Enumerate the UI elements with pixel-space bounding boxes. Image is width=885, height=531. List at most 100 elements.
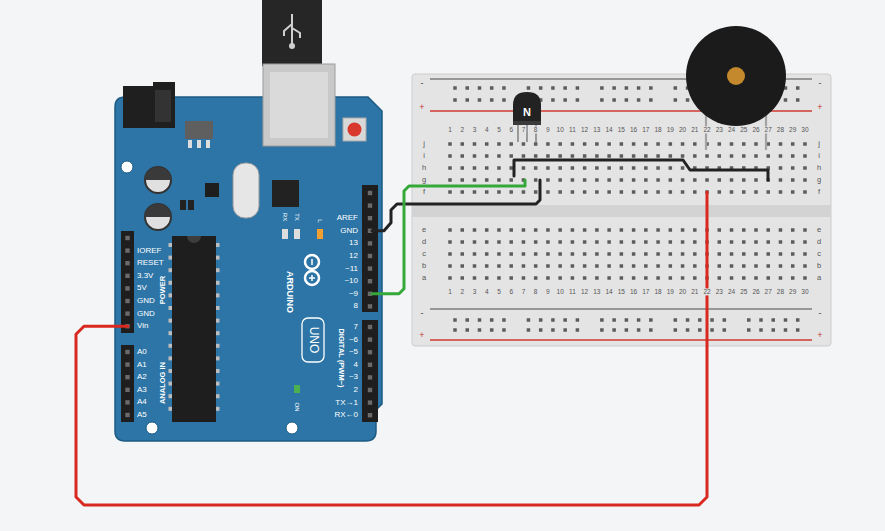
breadboard-hole <box>669 190 673 194</box>
breadboard-hole <box>558 178 562 182</box>
breadboard-hole <box>563 98 567 102</box>
board-model: UNO <box>306 327 319 354</box>
header-pin <box>125 350 129 354</box>
column-number: 26 <box>751 126 760 133</box>
breadboard-hole <box>497 142 501 146</box>
breadboard-hole <box>625 328 629 332</box>
breadboard-hole <box>669 142 673 146</box>
breadboard-hole <box>595 252 599 256</box>
breadboard-hole <box>485 154 489 158</box>
breadboard-hole <box>485 228 489 232</box>
wire <box>76 192 707 505</box>
microcontroller-chip <box>172 236 216 422</box>
breadboard-hole <box>620 154 624 158</box>
column-number: 15 <box>617 126 626 133</box>
breadboard-hole <box>497 252 501 256</box>
breadboard-hole <box>742 228 746 232</box>
breadboard-hole <box>583 264 587 268</box>
breadboard-hole <box>595 178 599 182</box>
pin-label: 13 <box>349 239 358 248</box>
column-number: 24 <box>727 126 736 133</box>
arduino-logo <box>309 259 315 281</box>
breadboard-hole <box>490 318 494 322</box>
breadboard-hole <box>502 86 506 90</box>
breadboard-hole <box>681 190 685 194</box>
breadboard-hole <box>497 154 501 158</box>
breadboard-hole <box>766 276 770 280</box>
chip-pin <box>169 268 173 272</box>
column-number: 17 <box>641 288 650 295</box>
breadboard-hole <box>620 190 624 194</box>
part-label: N <box>523 106 531 118</box>
breadboard-hole <box>595 190 599 194</box>
breadboard-hole <box>620 142 624 146</box>
breadboard-hole <box>534 166 538 170</box>
breadboard-hole <box>656 228 660 232</box>
breadboard-hole <box>534 240 538 244</box>
chip-pin <box>216 293 220 297</box>
breadboard-hole <box>571 252 575 256</box>
column-number: 20 <box>678 288 687 295</box>
header-pin <box>368 254 372 258</box>
breadboard-hole <box>583 228 587 232</box>
arduino-board: AREFGND1312~11~10~987~6~54~32TX→1RX←0DIG… <box>115 97 383 441</box>
breadboard-hole <box>718 228 722 232</box>
breadboard-hole <box>583 154 587 158</box>
header-pin <box>368 279 372 283</box>
breadboard-hole <box>649 328 653 332</box>
column-number: 9 <box>545 288 551 295</box>
regulator-leg <box>188 140 192 148</box>
pin-label: 5V <box>137 284 147 293</box>
breadboard-hole <box>620 240 624 244</box>
breadboard-hole <box>497 276 501 280</box>
breadboard-hole <box>571 190 575 194</box>
breadboard-hole <box>534 154 538 158</box>
pin-label: 7 <box>354 323 358 332</box>
breadboard-hole <box>502 328 506 332</box>
breadboard-hole <box>649 318 653 322</box>
usb-symbol <box>284 14 300 44</box>
breadboard-hole <box>497 166 501 170</box>
breadboard-hole <box>723 328 727 332</box>
led <box>282 229 288 239</box>
row-letter: d <box>421 238 427 246</box>
breadboard-hole <box>644 228 648 232</box>
breadboard-hole <box>534 142 538 146</box>
breadboard-hole <box>473 166 477 170</box>
column-number: 27 <box>764 288 773 295</box>
breadboard-hole <box>448 240 452 244</box>
header-pin <box>368 337 372 341</box>
column-number: 26 <box>751 288 760 295</box>
row-letter: a <box>421 274 427 282</box>
column-number: 1 <box>447 288 453 295</box>
breadboard-hole <box>632 252 636 256</box>
breadboard-hole <box>502 318 506 322</box>
breadboard-hole <box>612 98 616 102</box>
breadboard-hole <box>571 166 575 170</box>
breadboard-hole <box>730 228 734 232</box>
breadboard-hole <box>779 228 783 232</box>
breadboard-hole <box>791 252 795 256</box>
pin-label: ~5 <box>349 348 358 357</box>
breadboard-hole <box>460 264 464 268</box>
breadboard-hole <box>632 190 636 194</box>
column-number: 7 <box>521 288 527 295</box>
breadboard-hole <box>595 240 599 244</box>
pin-label: A4 <box>137 398 147 407</box>
breadboard-hole <box>669 252 673 256</box>
breadboard-hole <box>473 190 477 194</box>
breadboard-hole <box>742 240 746 244</box>
breadboard-hole <box>460 190 464 194</box>
breadboard-hole <box>644 142 648 146</box>
column-number: 21 <box>690 126 699 133</box>
breadboard-hole <box>620 276 624 280</box>
breadboard-hole <box>539 318 543 322</box>
pin-label: ~6 <box>349 335 358 344</box>
breadboard-hole <box>509 178 513 182</box>
breadboard-hole <box>473 276 477 280</box>
board-label: DIGITAL (PWM~) <box>337 328 345 387</box>
pin-label: ~11 <box>345 264 358 273</box>
breadboard-hole <box>693 264 697 268</box>
breadboard-trench <box>412 205 831 217</box>
row-letter: c <box>421 250 427 258</box>
